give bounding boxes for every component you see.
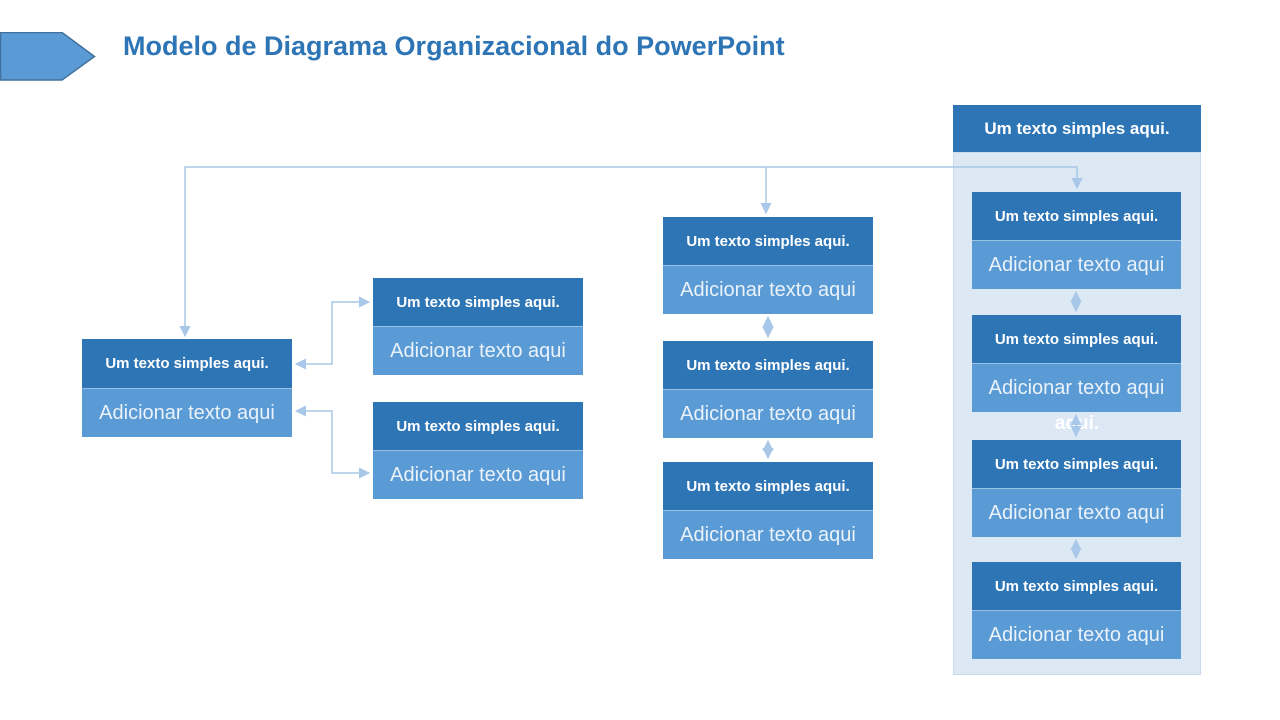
- card-header[interactable]: Um texto simples aqui.: [972, 192, 1181, 240]
- root-box-label: Um texto simples aqui.: [984, 118, 1170, 138]
- card-body[interactable]: Adicionar texto aqui: [373, 450, 583, 499]
- card-body[interactable]: Adicionar texto aqui: [82, 388, 292, 437]
- slide-title: Modelo de Diagrama Organizacional do Pow…: [123, 31, 785, 61]
- card-header[interactable]: Um texto simples aqui.: [972, 440, 1181, 488]
- org-card-right-3[interactable]: Um texto simples aqui. Adicionar texto a…: [972, 440, 1181, 537]
- org-card-middle-3[interactable]: Um texto simples aqui. Adicionar texto a…: [663, 462, 873, 559]
- org-card-right-2[interactable]: Um texto simples aqui. Adicionar texto a…: [972, 315, 1181, 412]
- overflow-text-fragment: aqui.: [1054, 413, 1100, 434]
- org-card-branch-2[interactable]: Um texto simples aqui. Adicionar texto a…: [373, 402, 583, 499]
- card-body[interactable]: Adicionar texto aqui: [972, 610, 1181, 659]
- card-header[interactable]: Um texto simples aqui.: [972, 315, 1181, 363]
- card-body[interactable]: Adicionar texto aqui: [972, 488, 1181, 537]
- card-header[interactable]: Um texto simples aqui.: [663, 217, 873, 265]
- card-header[interactable]: Um texto simples aqui.: [373, 278, 583, 326]
- card-header[interactable]: Um texto simples aqui.: [663, 341, 873, 389]
- card-body[interactable]: Adicionar texto aqui: [663, 510, 873, 559]
- org-card-middle-1[interactable]: Um texto simples aqui. Adicionar texto a…: [663, 217, 873, 314]
- card-body[interactable]: Adicionar texto aqui: [972, 363, 1181, 412]
- card-body[interactable]: Adicionar texto aqui: [373, 326, 583, 375]
- org-card-branch-1[interactable]: Um texto simples aqui. Adicionar texto a…: [373, 278, 583, 375]
- card-header[interactable]: Um texto simples aqui.: [972, 562, 1181, 610]
- root-box[interactable]: Um texto simples aqui.: [953, 105, 1201, 152]
- org-card-right-1[interactable]: Um texto simples aqui. Adicionar texto a…: [972, 192, 1181, 289]
- org-card-right-4[interactable]: Um texto simples aqui. Adicionar texto a…: [972, 562, 1181, 659]
- card-header[interactable]: Um texto simples aqui.: [82, 339, 292, 388]
- card-body[interactable]: Adicionar texto aqui: [663, 265, 873, 314]
- title-arrow-icon: [0, 32, 96, 81]
- org-card-middle-2[interactable]: Um texto simples aqui. Adicionar texto a…: [663, 341, 873, 438]
- card-body[interactable]: Adicionar texto aqui: [972, 240, 1181, 289]
- org-card-left[interactable]: Um texto simples aqui. Adicionar texto a…: [82, 339, 292, 437]
- card-body[interactable]: Adicionar texto aqui: [663, 389, 873, 438]
- card-header[interactable]: Um texto simples aqui.: [663, 462, 873, 510]
- card-header[interactable]: Um texto simples aqui.: [373, 402, 583, 450]
